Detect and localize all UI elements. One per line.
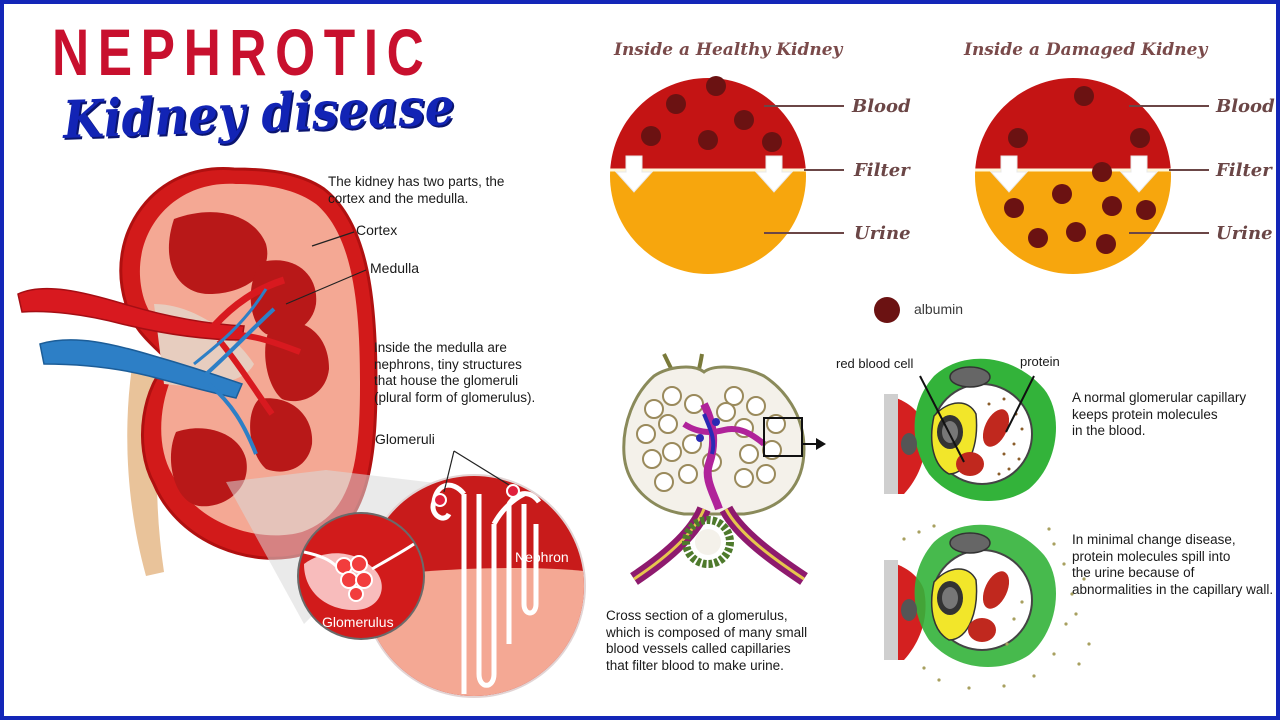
- capillary-normal: [884, 358, 1056, 501]
- medulla-description: Inside the medulla are nephrons, tiny st…: [374, 340, 536, 405]
- healthy-blood-label: Blood: [852, 96, 911, 117]
- page-title: NEPHROTIC: [52, 15, 433, 89]
- disease-capillary-text: In minimal change disease, protein molec…: [1072, 532, 1272, 597]
- albumin-legend-dot: [874, 297, 900, 323]
- artery-branch: [211, 276, 286, 329]
- artery-branch: [223, 331, 302, 355]
- protein-label: protein: [1020, 354, 1060, 369]
- medulla-label: Medulla: [370, 260, 420, 276]
- glomeruli-leader: [443, 450, 455, 493]
- artery-branch: [216, 338, 275, 416]
- normal-capillary-text: A normal glomerular capillary keeps prot…: [1072, 390, 1247, 438]
- cortex-label: Cortex: [356, 222, 398, 238]
- nephron-zoom: [297, 450, 586, 698]
- renal-vein: [39, 339, 244, 399]
- damaged-kidney-diagram: [975, 78, 1209, 274]
- medulla-pyramid: [265, 320, 329, 402]
- medulla-pyramid: [168, 212, 268, 294]
- damaged-kidney-title: Inside a Damaged Kidney: [964, 40, 1208, 60]
- kidney-intro-text: The kidney has two parts, the cortex and…: [328, 174, 505, 206]
- healthy-kidney-diagram: [610, 76, 844, 274]
- cortex-leader: [311, 231, 355, 247]
- illustrations: [17, 76, 1209, 698]
- damaged-urine-label: Urine: [1216, 223, 1273, 244]
- healthy-filter-label: Filter: [854, 160, 910, 181]
- healthy-urine-label: Urine: [854, 223, 911, 244]
- albumin-legend-label: albumin: [914, 301, 964, 317]
- vein-branch: [202, 307, 276, 378]
- glomeruli-leader: [453, 450, 510, 486]
- capillary-disease: [884, 524, 1091, 690]
- damaged-blood-label: Blood: [1216, 96, 1275, 117]
- nephron-label: Nephron: [515, 549, 569, 565]
- glomerulus-label: Glomerulus: [322, 614, 394, 630]
- medulla-leader: [285, 269, 367, 305]
- healthy-kidney-title: Inside a Healthy Kidney: [614, 40, 843, 60]
- cross-section-caption: Cross section of a glomerulus, which is …: [606, 608, 808, 673]
- vein-branch: [207, 382, 258, 455]
- red-blood-cell-label: red blood cell: [836, 356, 914, 371]
- medulla-pyramid: [170, 428, 247, 507]
- glomeruli-label: Glomeruli: [375, 431, 435, 447]
- vein-branch: [193, 288, 268, 366]
- medulla-pyramid: [250, 398, 313, 472]
- kidney-illustration: [17, 167, 444, 624]
- glomerulus-cross-section: [622, 353, 826, 585]
- damaged-filter-label: Filter: [1216, 160, 1272, 181]
